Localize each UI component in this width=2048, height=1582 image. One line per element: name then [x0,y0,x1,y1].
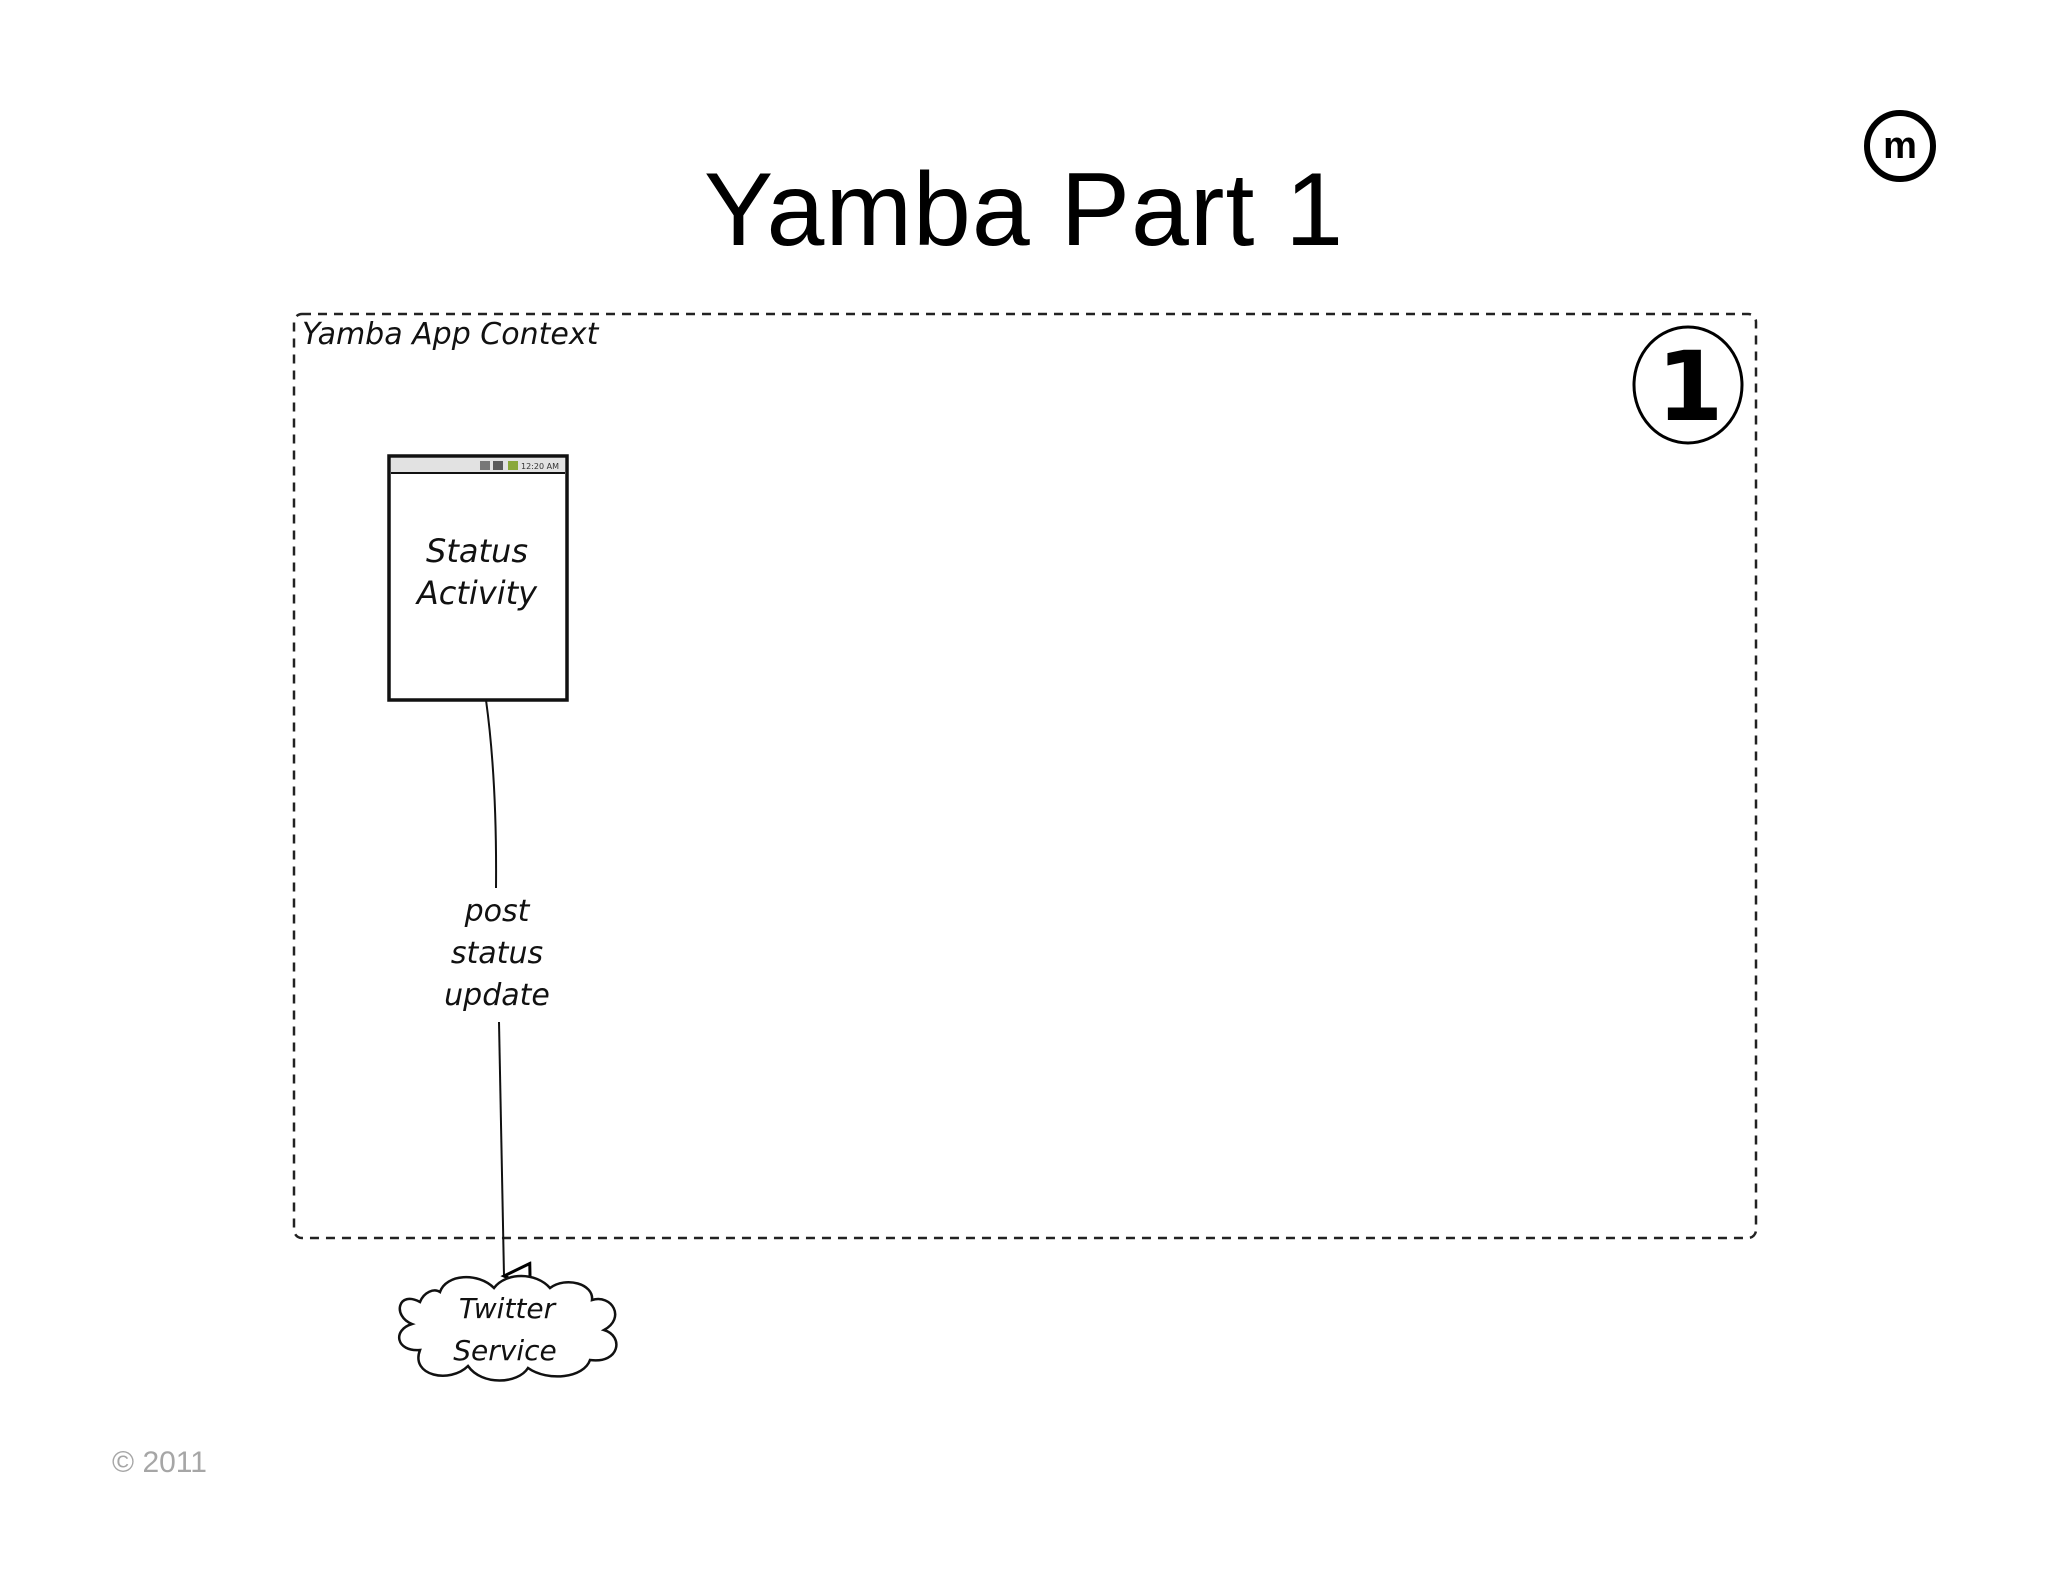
app-context-boundary [292,312,1758,1240]
activity-label-line2: Activity [415,574,538,612]
slide-title: Yamba Part 1 [703,152,1345,268]
post-status-update-label: post status update [444,894,550,1013]
activity-label-line1: Status [426,532,528,570]
arrow-label-line2: status [451,936,543,971]
logo-letter: m [1883,125,1917,167]
twitter-service-cloud: Twitter Service [397,1274,618,1382]
signal-icon [480,461,490,470]
service-label-line2: Service [453,1334,556,1367]
service-label-line1: Twitter [459,1292,557,1325]
step-badge: 1 [1632,325,1744,445]
arrow-label-line3: update [444,978,550,1013]
copyright-notice: © 2011 [112,1446,207,1479]
arrow-label-line1: post [464,894,531,929]
wifi-icon [493,461,503,470]
status-bar-time: 12:20 AM [521,462,559,471]
connector-arrow-lower [498,1021,504,1276]
battery-icon [508,461,518,470]
step-number: 1 [1657,331,1724,443]
connector-line-upper [485,699,498,889]
status-activity-phone: 12:20 AM Status Activity [387,454,569,702]
m-circle-logo-icon: m [1864,110,1936,182]
context-label: Yamba App Context [302,317,600,352]
